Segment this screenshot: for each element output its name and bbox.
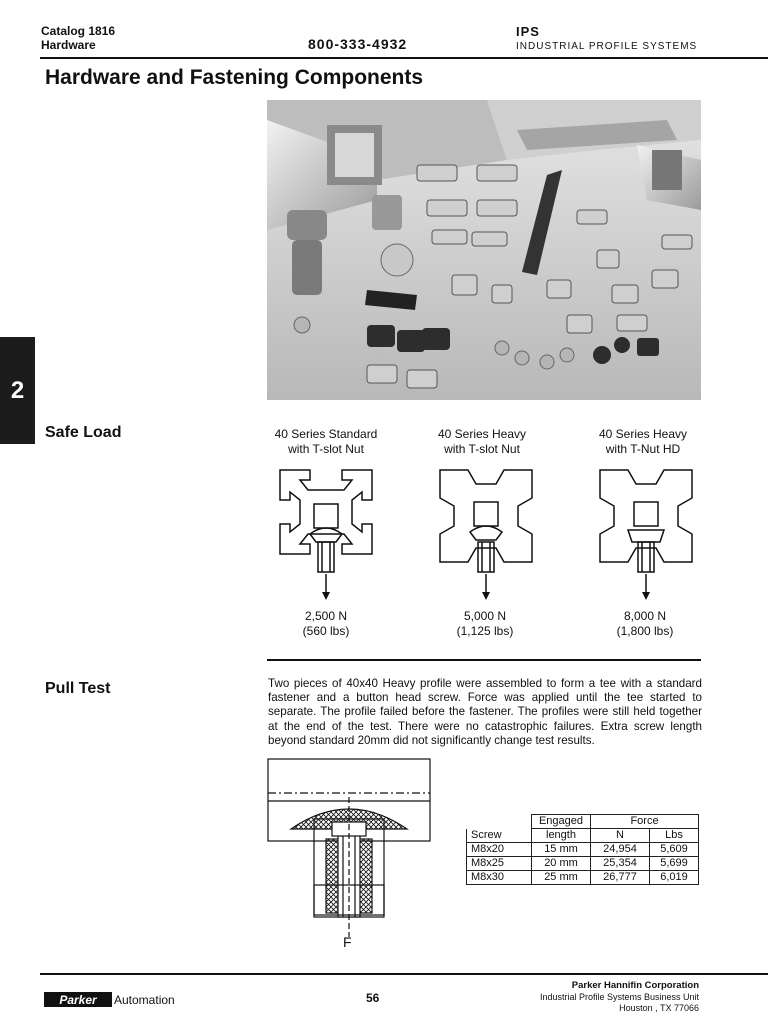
catalog-number: Catalog 1816 [41, 24, 116, 38]
force-table: Engaged Force Screw length N Lbs M8x20 1… [466, 814, 699, 885]
cell-n: 24,954 [590, 842, 650, 857]
safe-load-heading: Safe Load [45, 424, 122, 441]
force-label: F [343, 934, 352, 950]
profile-standard-diagram [279, 469, 373, 600]
company-city: Houston , TX 77066 [619, 1003, 699, 1013]
brand-name: IPS [516, 24, 540, 39]
components-photo [267, 100, 701, 400]
header-lbs: Lbs [649, 828, 699, 843]
company-address: Parker Hannifin Corporation Industrial P… [540, 980, 699, 1015]
cell-lbs: 6,019 [649, 870, 699, 885]
header-screw: Screw [466, 828, 532, 843]
cell-length: 20 mm [531, 856, 591, 871]
cell-length: 25 mm [531, 870, 591, 885]
catalog-section: Hardware [41, 38, 96, 52]
pull-test-description: Two pieces of 40x40 Heavy profile were a… [268, 677, 702, 747]
cell-screw: M8x20 [466, 842, 532, 857]
profile-caption-heavy-hd: 40 Series Heavy with T-Nut HD [598, 427, 688, 456]
table-row: M8x20 15 mm 24,954 5,609 [466, 842, 699, 857]
pull-test-heading: Pull Test [45, 680, 111, 697]
cell-length: 15 mm [531, 842, 591, 857]
profile-heavy-hd-diagram [599, 469, 693, 600]
cell-n: 26,777 [590, 870, 650, 885]
section-divider [267, 659, 701, 661]
cell-screw: M8x25 [466, 856, 532, 871]
header-n: N [590, 828, 650, 843]
cell-lbs: 5,609 [649, 842, 699, 857]
catalog-header: Catalog 1816 Hardware [41, 24, 115, 52]
footer-divider [40, 973, 768, 975]
cell-n: 25,354 [590, 856, 650, 871]
company-name: Parker Hannifin Corporation [571, 980, 699, 991]
phone-number: 800-333-4932 [308, 36, 408, 52]
brand-subtitle: INDUSTRIAL PROFILE SYSTEMS [516, 41, 698, 52]
header-force: Force [590, 814, 699, 829]
safe-load-heavy: 5,000 N (1,125 lbs) [456, 609, 514, 638]
page-title: Hardware and Fastening Components [45, 66, 424, 89]
table-row: M8x25 20 mm 25,354 5,699 [466, 856, 699, 871]
logo-subtitle: Automation [114, 993, 175, 1007]
cell-screw: M8x30 [466, 870, 532, 885]
pull-test-diagram [267, 758, 431, 937]
header-length: length [531, 828, 591, 843]
header-engaged: Engaged [531, 814, 591, 829]
safe-load-heavy-hd: 8,000 N (1,800 lbs) [616, 609, 674, 638]
chapter-tab: 2 [0, 337, 35, 444]
header-divider [40, 57, 768, 59]
profile-heavy-diagram [439, 469, 533, 600]
parker-logo: Parker [44, 992, 112, 1007]
table-row: M8x30 25 mm 26,777 6,019 [466, 870, 699, 885]
business-unit: Industrial Profile Systems Business Unit [539, 991, 699, 1002]
profile-caption-standard: 40 Series Standard with T-slot Nut [274, 427, 378, 456]
profile-caption-heavy: 40 Series Heavy with T-slot Nut [437, 427, 527, 456]
safe-load-standard: 2,500 N (560 lbs) [302, 609, 350, 638]
page-number: 56 [366, 991, 380, 1005]
cell-lbs: 5,699 [649, 856, 699, 871]
